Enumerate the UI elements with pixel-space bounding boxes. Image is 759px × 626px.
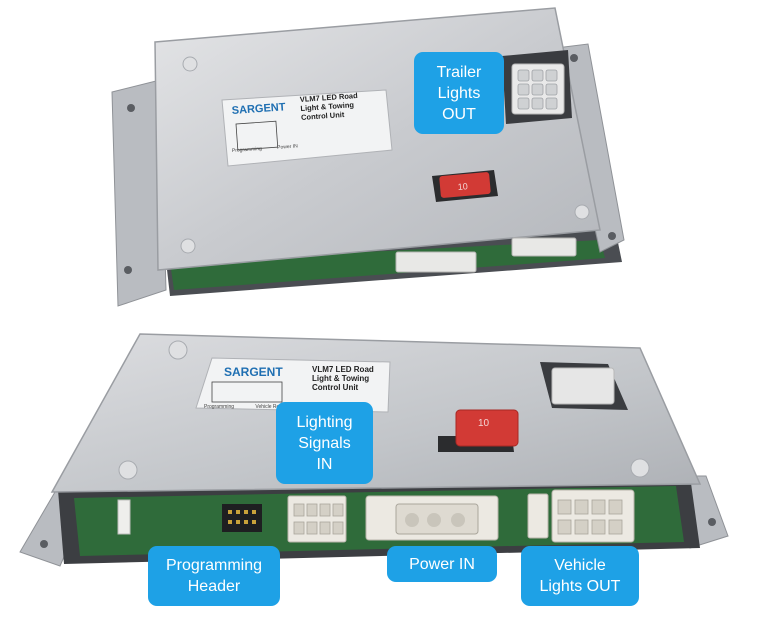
svg-text:VLM7 LED RoadLight & TowingCon: VLM7 LED RoadLight & TowingControl Unit — [300, 91, 360, 122]
callout-programming-header: Programming Header — [148, 546, 280, 606]
top-edge-connector-power — [395, 251, 477, 273]
bottom-vehicle-lights-connector — [527, 489, 635, 543]
top-pcb-edge — [170, 240, 605, 290]
top-product-label — [221, 89, 393, 167]
bottom-power-connector — [365, 495, 499, 541]
bottom-product-label — [195, 357, 391, 413]
bottom-fuse-rating: 10 — [478, 418, 490, 429]
top-edge-connector-vehicle — [511, 237, 577, 257]
top-label-brand: SARGENT — [231, 101, 286, 117]
top-left-flange — [111, 79, 167, 307]
callout-vehicle-lights-out: Vehicle Lights OUT — [521, 546, 639, 606]
top-label-diagram: Programming Power IN — [232, 143, 299, 154]
bottom-cover-plate — [50, 333, 702, 493]
top-fuse-rating: 10 — [457, 181, 468, 192]
bottom-trailer-connector — [551, 367, 615, 405]
callout-lighting-signals-in: Lighting Signals IN — [276, 402, 373, 484]
svg-text:VLM7 LED RoadLight & TowingCon: VLM7 LED RoadLight & TowingControl Unit — [312, 365, 374, 392]
top-control-unit: SARGENT VLM7 LED RoadLight & TowingContr… — [111, 7, 625, 307]
bottom-programming-header — [222, 504, 262, 532]
top-fuse — [439, 172, 491, 198]
bottom-fuse — [455, 409, 519, 447]
top-label-title: VLM7 LED RoadLight & TowingControl Unit — [300, 91, 360, 122]
bottom-label-brand: SARGENT — [224, 365, 283, 379]
bottom-lighting-signals-connector — [287, 495, 347, 543]
callout-power-in: Power IN — [387, 546, 497, 582]
callout-trailer-lights-out: Trailer Lights OUT — [414, 52, 504, 134]
